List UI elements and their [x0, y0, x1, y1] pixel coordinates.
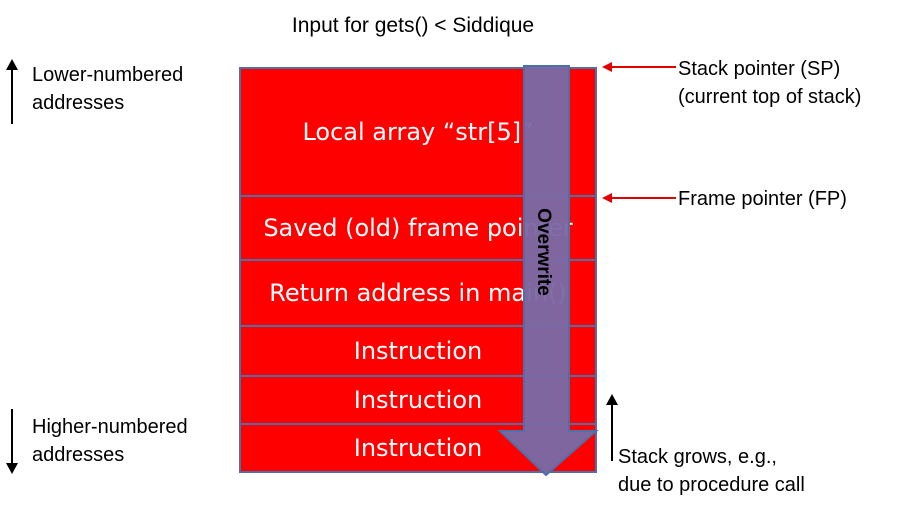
- stack-pointer-label: Stack pointer (SP) (current top of stack…: [678, 55, 861, 111]
- higher-addresses-label: Higher-numbered addresses: [32, 413, 188, 469]
- overwrite-arrow-icon: [497, 65, 599, 477]
- overwrite-label: Overwrite: [533, 208, 554, 296]
- diagram-title: Input for gets() < Siddique: [291, 14, 535, 37]
- lower-addresses-label: Lower-numbered addresses: [32, 61, 183, 117]
- frame-pointer-arrow-icon: [602, 193, 676, 203]
- lower-addresses-line-1: Lower-numbered: [32, 64, 184, 86]
- stack-grows-line-1: Stack grows, e.g.,: [618, 446, 777, 468]
- stack-pointer-line-1: Stack pointer (SP): [678, 58, 841, 80]
- stack-grows-arrow-icon: [606, 394, 618, 461]
- stack-pointer-line-2: (current top of stack): [678, 86, 862, 108]
- stack-frame: Local array “str[5]” Saved (old) frame p…: [239, 67, 597, 473]
- down-arrow-icon: [6, 409, 18, 474]
- frame-pointer-label: Frame pointer (FP): [678, 188, 847, 210]
- higher-addresses-line-1: Higher-numbered: [32, 416, 188, 438]
- up-arrow-icon: [6, 59, 18, 124]
- stack-pointer-arrow-icon: [602, 62, 676, 72]
- higher-addresses-line-2: addresses: [32, 444, 125, 466]
- lower-addresses-line-2: addresses: [32, 92, 125, 114]
- stack-grows-label: Stack grows, e.g., due to procedure call: [618, 443, 805, 499]
- stack-grows-line-2: due to procedure call: [618, 474, 805, 496]
